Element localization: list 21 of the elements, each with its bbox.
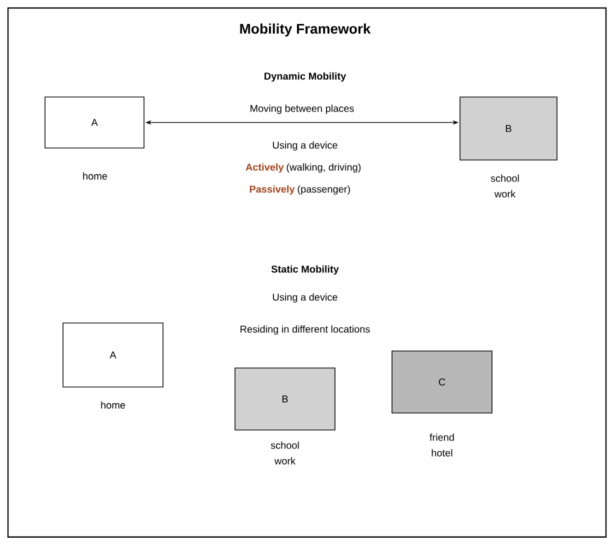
box: A [44, 96, 144, 148]
label: (passenger) [298, 185, 350, 195]
node-label: home [83, 172, 108, 180]
title: Mobility Framework [240, 23, 371, 37]
label: Passively [250, 185, 295, 195]
node-label: school work [490, 174, 519, 198]
node-label: friend hotel [430, 434, 454, 456]
box: A [62, 322, 164, 388]
label: Using a device [272, 293, 338, 303]
node-label: home [101, 401, 126, 409]
edge-label: Moving between places [250, 104, 354, 114]
label: Dynamic Mobility [264, 72, 346, 82]
box: B [460, 96, 558, 160]
label: Static Mobility [271, 265, 339, 275]
box: B [234, 368, 336, 430]
node-label: school work [270, 442, 299, 464]
label: Actively [246, 163, 284, 173]
label: Residing in different locations [240, 325, 370, 335]
label: Using a device [272, 141, 338, 151]
label: (walking, driving) [286, 163, 361, 173]
box: C [392, 350, 492, 414]
